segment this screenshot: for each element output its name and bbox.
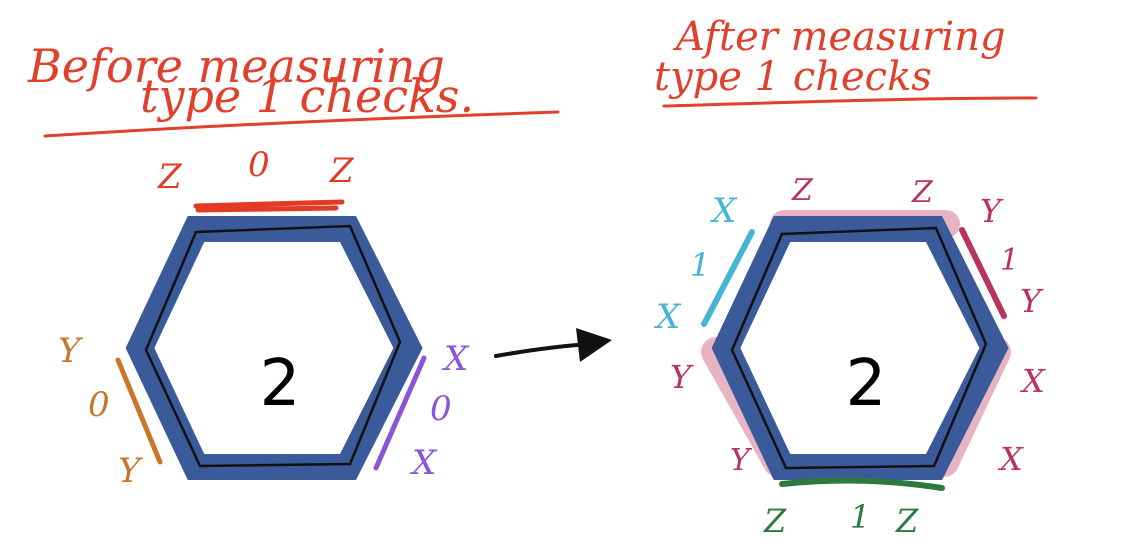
left-top-check-line [193,199,345,213]
right-panel: After measuring type 1 checks 2 Z Z X 1 … [653,14,1046,540]
left-right-check-top: X [441,339,470,379]
left-panel: Before measuring type 1 checks. Z 0 Z 2 … [27,39,560,491]
right-right-label-bottom: X [997,440,1024,478]
right-left-label-bottom: Y [730,443,753,478]
transition-arrow [494,328,612,362]
right-magenta-check-line [959,227,1007,319]
left-left-check-bottom: Y [118,451,144,491]
left-right-check-line [373,355,427,471]
left-right-check-bottom: X [409,443,438,483]
left-top-check-right: Z [329,151,355,191]
right-bottom-check-left: Z [763,502,787,540]
arrow-shaft [494,342,592,358]
left-left-check-top: Y [58,331,84,371]
left-title-line2: type 1 checks. [140,69,474,123]
left-hexagon-number: 2 [260,347,301,421]
right-cyan-check-bottom: X [653,297,682,337]
right-title-line2: type 1 checks [654,54,932,100]
right-bottom-check-line [779,477,945,491]
right-hexagon-number: 2 [846,347,887,421]
right-bottom-check-right: Z [895,502,919,540]
right-top-label-right: Z [911,175,934,210]
left-hexagon [125,216,423,480]
left-top-check-left: Z [157,157,183,197]
right-bottom-check-mid: 1 [850,498,870,536]
right-cyan-check-top: X [709,191,738,231]
right-cyan-check-mid: 1 [690,246,710,284]
left-left-check-mid: 0 [88,385,110,425]
right-top-label-left: Z [791,173,814,208]
left-title-underline [43,110,560,138]
right-magenta-check-bottom: Y [1020,282,1044,320]
left-left-check-line [115,357,163,465]
left-title-line1: Before measuring [27,39,445,93]
left-hexagon-outline [144,224,402,468]
right-hexagon-outline [730,226,988,470]
right-cyan-check-line [701,229,755,327]
right-right-label-top: X [1019,362,1046,400]
right-left-label-top: Y [670,358,694,396]
arrow-head [576,328,612,362]
right-title-line1: After measuring [672,14,1006,60]
right-magenta-check-top: Y [980,192,1004,230]
right-magenta-check-mid: 1 [1000,243,1019,278]
right-title-underline [662,96,1038,108]
left-right-check-mid: 0 [430,389,452,429]
left-top-check-mid: 0 [248,145,270,185]
